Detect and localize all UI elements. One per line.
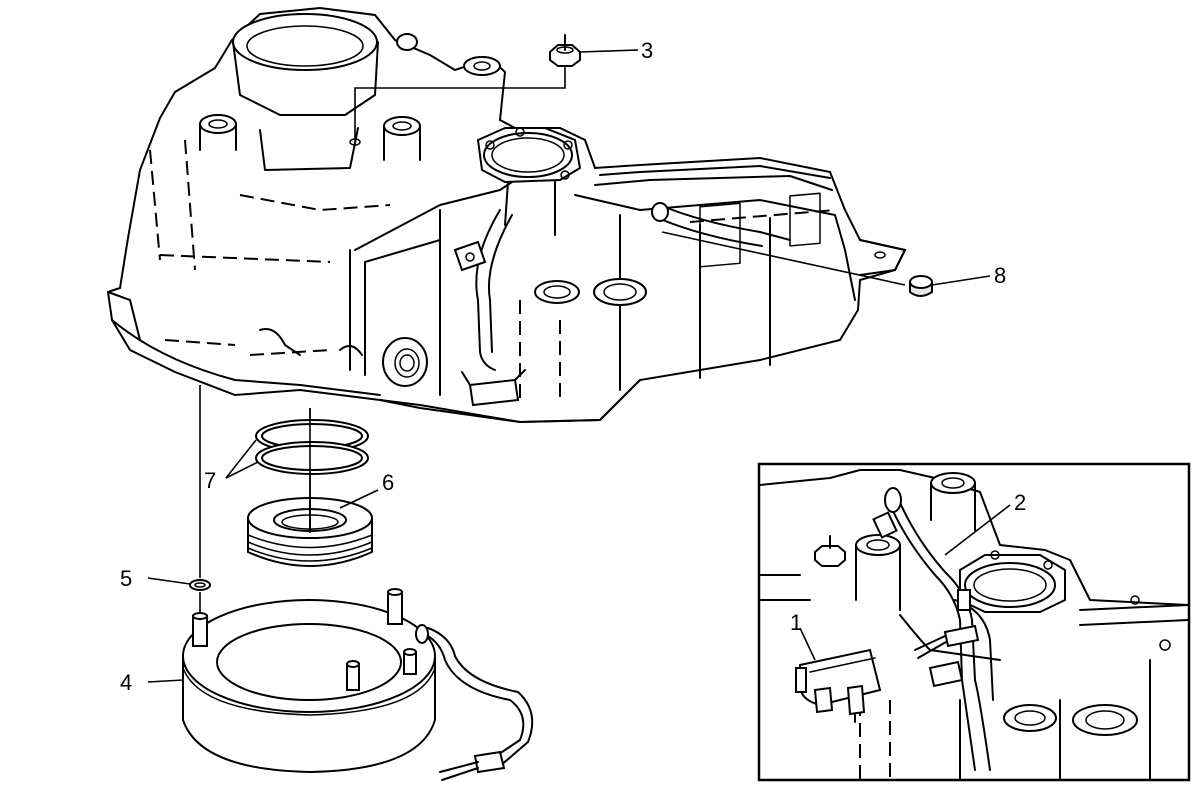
transmission-case — [106, 6, 907, 424]
sensor-housing-part-4 — [147, 588, 534, 781]
stud — [192, 612, 208, 647]
plug-part-8 — [661, 231, 991, 297]
callout-2: 2 — [1014, 490, 1026, 515]
inset-case-view — [760, 469, 1188, 779]
stud — [387, 588, 403, 625]
stud — [346, 660, 360, 691]
callout-3: 3 — [641, 38, 653, 63]
nut-part-3 — [354, 34, 581, 140]
callout-5: 5 — [120, 566, 132, 591]
callout-6: 6 — [382, 470, 394, 495]
callout-1: 1 — [790, 610, 802, 635]
callout-7: 7 — [204, 468, 216, 493]
inset-detail-frame — [757, 462, 1191, 782]
stud — [403, 648, 417, 675]
callout-4: 4 — [120, 670, 132, 695]
callout-leaders — [225, 49, 639, 479]
o-ring-part-5 — [147, 577, 211, 591]
callout-8: 8 — [994, 263, 1006, 288]
piston-part-6 — [247, 489, 379, 567]
seal-rings-part-7 — [255, 408, 369, 500]
connector-part-1 — [795, 648, 882, 723]
callout-labels: 1 2 3 4 5 6 7 8 — [120, 38, 1026, 695]
